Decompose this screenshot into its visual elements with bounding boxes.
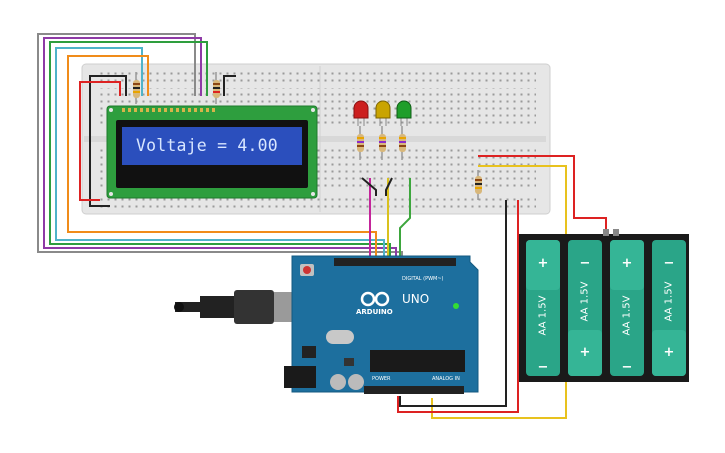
resistor-divider[interactable] [475, 170, 482, 200]
arduino-power-label: POWER [372, 376, 391, 382]
wire-black-top[interactable] [223, 75, 236, 96]
led-green[interactable] [396, 100, 412, 126]
resistors[interactable] [133, 72, 482, 200]
led-red[interactable] [353, 100, 369, 126]
battery-pack[interactable] [519, 229, 689, 382]
battery-cell-2-bottom-sign: + [579, 345, 591, 360]
battery-cell-3-top-sign: + [621, 256, 633, 271]
arduino-digital-label: DIGITAL (PWM~) [402, 276, 444, 282]
wire-black-led1[interactable] [361, 177, 377, 196]
resistor-led-green[interactable] [399, 126, 406, 160]
led-yellow[interactable] [375, 100, 391, 126]
resistor-led-red[interactable] [357, 126, 364, 160]
resistor-lcd-2[interactable] [213, 72, 220, 104]
arduino-logo [360, 291, 390, 307]
wire-green[interactable] [49, 41, 391, 266]
battery-cell-1-label: AA 1.5V [537, 295, 549, 336]
battery-cell-2-label: AA 1.5V [579, 281, 591, 322]
wire-red-bat[interactable] [478, 155, 607, 236]
battery-cell-1-top-sign: + [537, 256, 549, 271]
battery-cell-4-bottom-sign: + [663, 345, 675, 360]
resistor-led-yellow[interactable] [379, 126, 386, 160]
wire-black-led2[interactable] [385, 177, 393, 196]
lcd-module[interactable] [106, 105, 318, 199]
wire-red-arduino[interactable] [397, 200, 519, 413]
battery-cell-4-top-sign: − [663, 256, 675, 271]
wire-purple[interactable] [43, 37, 397, 266]
battery-cell-3-bottom-sign: − [621, 360, 633, 375]
wire-black-bat1[interactable] [399, 200, 507, 407]
arduino-brand-label: ARDUINO [356, 308, 393, 316]
battery-cell-4-label: AA 1.5V [663, 281, 675, 322]
wire-red-lcd[interactable] [79, 81, 121, 201]
lcd-display-text: Voltaje = 4.00 [136, 136, 278, 155]
wire-gray[interactable] [37, 33, 403, 266]
wire-green-led[interactable] [399, 178, 411, 266]
wire-black-lcd[interactable] [89, 75, 127, 207]
resistor-lcd-1[interactable] [133, 72, 140, 104]
battery-cell-3-label: AA 1.5V [621, 295, 633, 336]
battery-cell-1-bottom-sign: − [537, 360, 549, 375]
wires[interactable] [37, 33, 607, 419]
arduino-model-label: UNO [402, 292, 430, 306]
lcd-pins [122, 108, 215, 112]
arduino-board[interactable] [284, 255, 479, 394]
arduino-analog-label: ANALOG IN [432, 376, 460, 382]
battery-cell-2-top-sign: − [579, 256, 591, 271]
wire-orange[interactable] [67, 55, 377, 266]
